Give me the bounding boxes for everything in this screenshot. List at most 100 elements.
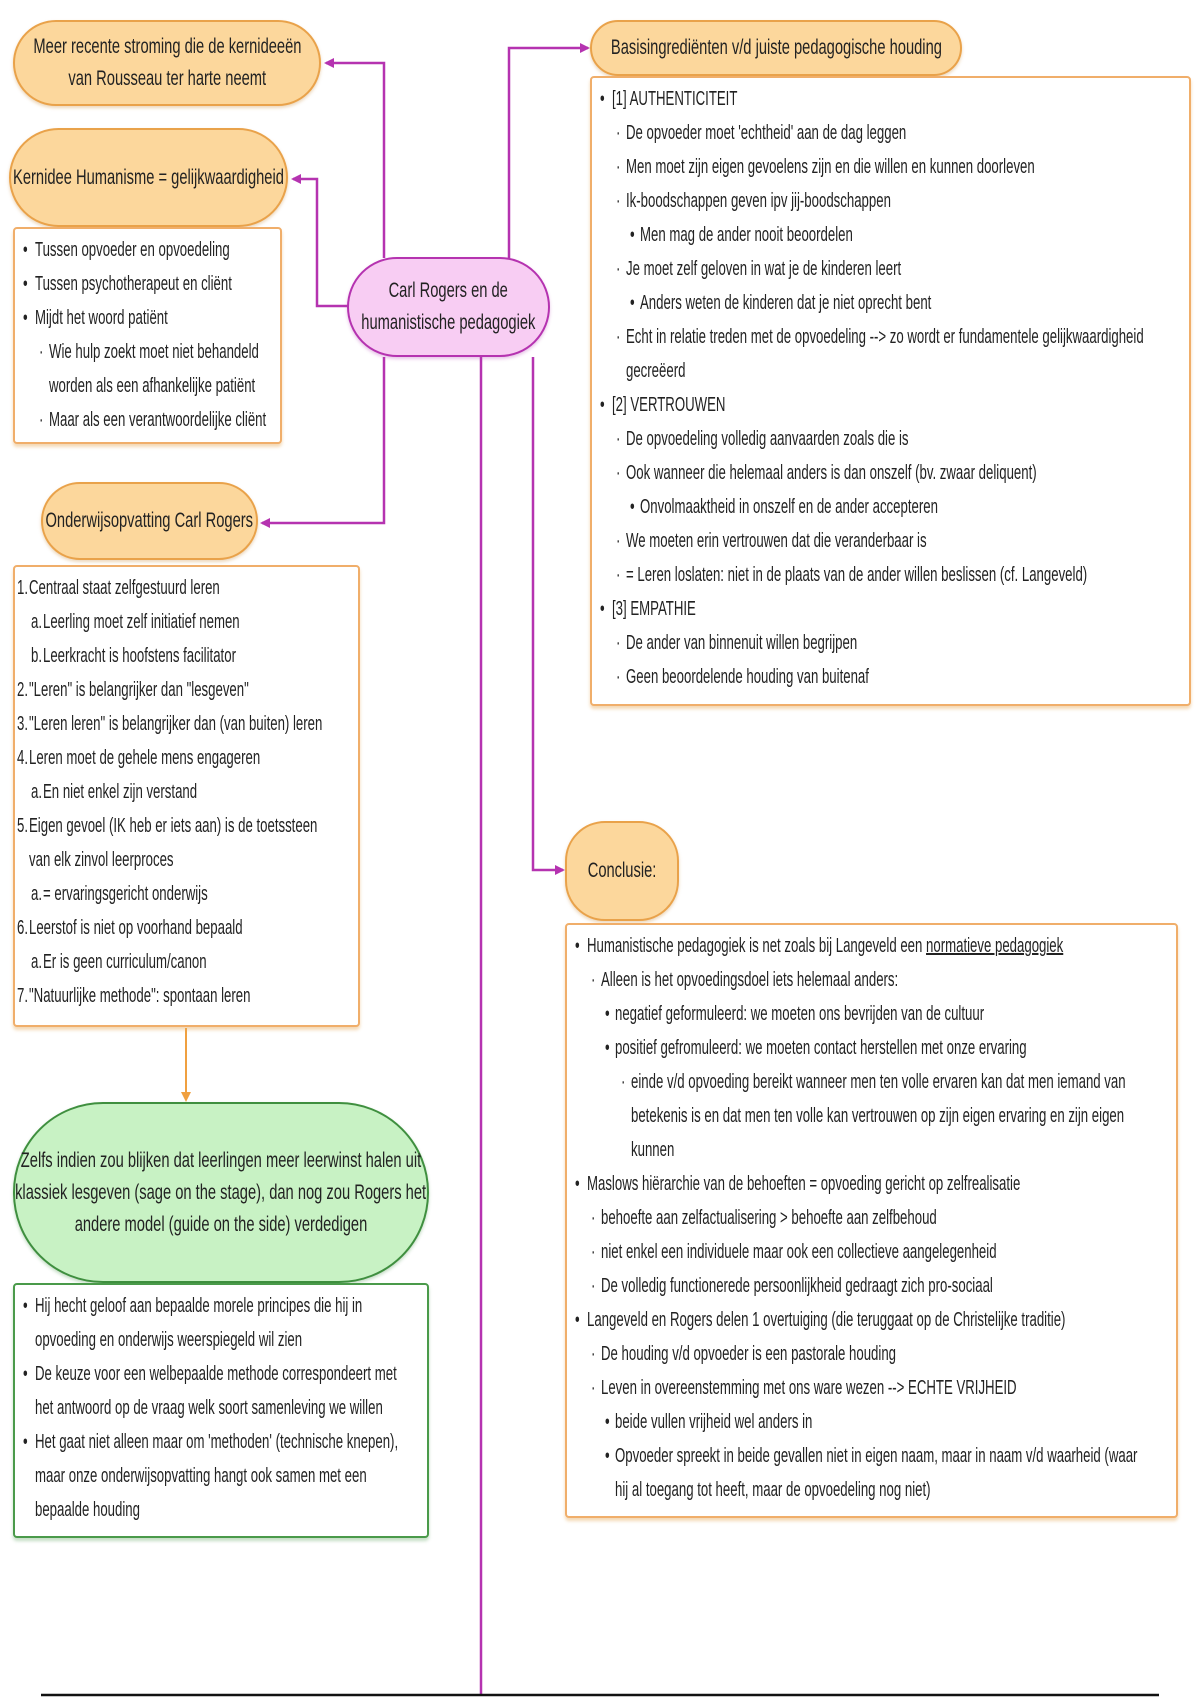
list-item-text: Leerkracht is hoofstens facilitator [43,645,236,667]
list-item-text: hij al toegang tot heeft, maar de opvoed… [615,1479,931,1501]
list-number: 2. [17,679,29,701]
list-item: worden als een afhankelijke patiënt [15,369,280,403]
list-item: ·Ik-boodschappen geven ipv jij-boodschap… [592,184,1189,218]
list-item: van elk zinvol leerproces [15,843,358,877]
list-item-text: Centraal staat zelfgestuurd leren [29,577,220,599]
list-item-text: Langeveld en Rogers delen 1 overtuiging … [587,1309,1066,1331]
list-item: •[3] EMPATHIE [592,592,1189,626]
list-item-text: Je moet zelf geloven in wat je de kinder… [626,258,902,280]
bullet-icon: · [591,969,596,991]
bullet-icon: · [616,156,621,178]
bullet-icon: · [616,666,621,688]
list-item: ·We moeten erin vertrouwen dat die veran… [592,524,1189,558]
bullet-icon: · [616,190,621,212]
list-item-text: Tussen psychotherapeut en cliënt [35,273,232,295]
box-kernidee: •Tussen opvoeder en opvoedeling•Tussen p… [13,227,282,444]
list-item-text: [3] EMPATHIE [612,598,696,620]
bullet-icon: · [616,632,621,654]
list-item-text: Echt in relatie treden met de opvoedelin… [626,326,1144,348]
list-item: •[1] AUTHENTICITEIT [592,82,1189,116]
list-item-text: gecreëerd [626,360,686,382]
list-item-text: kunnen [631,1139,675,1161]
bullet-icon: · [616,462,621,484]
list-item: ·Maar als een verantwoordelijke cliënt [15,403,280,437]
list-item-text: betekenis is en dat men ten volle kan ve… [631,1105,1125,1127]
list-item-text: [1] AUTHENTICITEIT [612,88,738,110]
bullet-icon: · [616,258,621,280]
list-item: 4.Leren moet de gehele mens engageren [15,741,358,775]
connector-conclusie [531,357,565,875]
bullet-icon: • [630,496,635,518]
list-item-text: Leerling moet zelf initiatief nemen [43,611,240,633]
node-label: humanistische pedagogiek [361,311,536,334]
list-item-text: Mijdt het woord patiënt [35,307,168,329]
node-conclusie[interactable]: Conclusie: [565,821,679,921]
list-item: ·Alleen is het opvoedingsdoel iets helem… [567,963,1176,997]
bullet-icon: · [616,326,621,348]
list-number: 4. [17,747,29,769]
list-item: •Anders weten de kinderen dat je niet op… [592,286,1189,320]
list-item-text: De volledig functionerede persoonlijkhei… [601,1275,993,1297]
node-label: Kernidee Humanisme = gelijkwaardigheid [13,165,284,189]
bullet-icon: · [616,428,621,450]
list-item: kunnen [567,1133,1176,1167]
list-number: 5. [17,815,29,837]
list-item: 6.Leerstof is niet op voorhand bepaald [15,911,358,945]
list-item: •Maslows hiërarchie van de behoeften = o… [567,1167,1176,1201]
bullet-icon: · [621,1071,626,1093]
list-item-text: Opvoeder spreekt in beide gevallen niet … [615,1445,1138,1467]
list-item: 2."Leren" is belangrijker dan "lesgeven" [15,673,358,707]
bullet-icon: · [616,564,621,586]
list-item-text: "Leren leren" is belangrijker dan (van b… [29,713,323,735]
list-number: 3. [17,713,29,735]
list-item: ·De opvoeder moet 'echtheid' aan de dag … [592,116,1189,150]
list-item-text: "Leren" is belangrijker dan "lesgeven" [29,679,249,701]
node-label: Conclusie: [587,859,657,882]
node-basis[interactable]: Basisingrediënten v/d juiste pedagogisch… [590,20,962,76]
list-item: a.En niet enkel zijn verstand [15,775,358,809]
node-green[interactable]: Zelfs indien zou blijken dat leerlingen … [13,1102,429,1283]
list-item-text: De keuze voor een welbepaalde methode co… [35,1363,397,1385]
list-item: ·Je moet zelf geloven in wat je de kinde… [592,252,1189,286]
list-item: •[2] VERTROUWEN [592,388,1189,422]
list-item-text: Leren moet de gehele mens engageren [29,747,261,769]
list-item: •Mijdt het woord patiënt [15,301,280,335]
list-item: hij al toegang tot heeft, maar de opvoed… [567,1473,1176,1507]
list-item-text: Men mag de ander nooit beoordelen [640,224,853,246]
connector-rousseau [324,58,386,258]
node-onderwijs[interactable]: Onderwijsopvatting Carl Rogers [41,482,258,560]
list-item-text: Er is geen curriculum/canon [43,951,207,973]
list-item: ·Wie hulp zoekt moet niet behandeld [15,335,280,369]
node-label: andere model (guide on the side) verdedi… [74,1212,368,1236]
list-item-text: Leven in overeenstemming met ons ware we… [601,1377,1017,1399]
node-label: Basisingrediënten v/d juiste pedagogisch… [610,36,942,59]
bullet-icon: · [591,1207,596,1229]
list-item-text: De opvoedeling volledig aanvaarden zoals… [626,428,909,450]
list-item: ·De houding v/d opvoeder is een pastoral… [567,1337,1176,1371]
list-item-text: Humanistische pedagogiek is net zoals bi… [587,935,927,957]
list-item-text: Eigen gevoel (IK heb er iets aan) is de … [29,815,318,837]
bullet-icon: • [575,935,580,957]
node-kernidee[interactable]: Kernidee Humanisme = gelijkwaardigheid [9,128,288,227]
list-number: a. [31,883,43,905]
list-item-text: Anders weten de kinderen dat je niet opr… [640,292,932,314]
list-item: •De keuze voor een welbepaalde methode c… [15,1357,427,1391]
list-item: ·De opvoedeling volledig aanvaarden zoal… [592,422,1189,456]
list-item: ·= Leren loslaten: niet in de plaats van… [592,558,1189,592]
list-item: 5.Eigen gevoel (IK heb er iets aan) is d… [15,809,358,843]
list-item: ·Echt in relatie treden met de opvoedeli… [592,320,1189,354]
underlined-term: normatieve pedagogiek [926,935,1064,957]
list-item-text: Alleen is het opvoedingsdoel iets helema… [601,969,899,991]
list-item: a.Er is geen curriculum/canon [15,945,358,979]
list-item-text: Men moet zijn eigen gevoelens zijn en di… [626,156,1035,178]
bullet-icon: · [591,1343,596,1365]
node-label: Meer recente stroming die de kernideeën [32,35,302,58]
node-label: Onderwijsopvatting Carl Rogers [45,509,254,532]
bullet-icon: • [605,1445,610,1467]
list-item-text: En niet enkel zijn verstand [43,781,198,803]
list-item: 7."Natuurlijke methode": spontaan leren [15,979,358,1013]
bullet-icon: · [616,530,621,552]
connector-onderwijs [260,357,386,528]
